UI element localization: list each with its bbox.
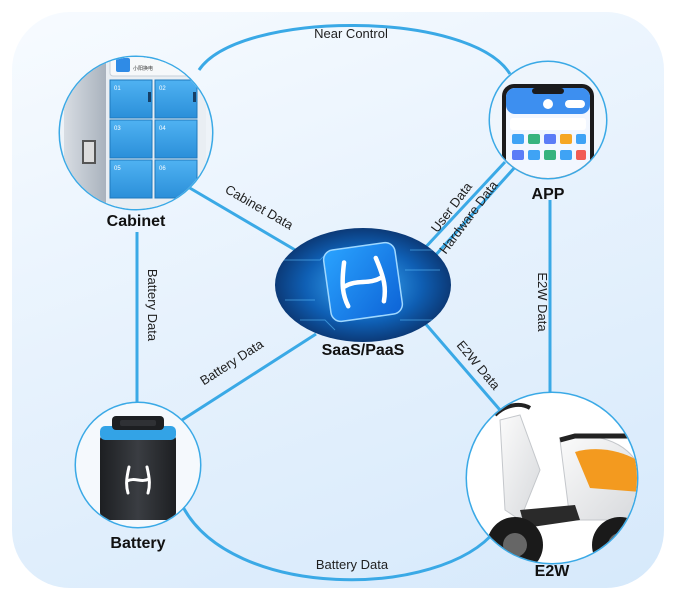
cabinet-label: Cabinet xyxy=(107,213,166,230)
cabinet-slot-label: 06 xyxy=(159,166,166,172)
e2w-label: E2W xyxy=(535,563,571,580)
battery-saas-connector xyxy=(181,332,317,422)
battery-image xyxy=(76,403,200,527)
cabinet-slot-label: 05 xyxy=(114,166,121,172)
saas-app-connector-hardware xyxy=(431,164,518,260)
cabinet-saas-connector xyxy=(182,182,303,256)
cabinet-slot-label: 04 xyxy=(159,126,166,132)
e2w-node[interactable] xyxy=(465,391,648,573)
scooter-image xyxy=(467,393,637,563)
saas-image xyxy=(280,241,451,331)
saas-e2w-connector xyxy=(422,321,502,411)
phone-image xyxy=(490,62,606,178)
h-logo-icon xyxy=(322,241,404,323)
cabinet-brand-text: 小阳换电 xyxy=(133,65,153,72)
saas-label: SaaS/PaaS xyxy=(322,342,405,359)
battery-data-bottom-label: Battery Data xyxy=(316,557,389,572)
cabinet-image: 小阳换电 01 02 03 04 05 06 xyxy=(60,57,212,209)
cabinet-slot-label: 02 xyxy=(159,86,166,92)
app-label: APP xyxy=(532,186,565,203)
near-control-label: Near Control xyxy=(314,26,388,41)
h-logo-icon xyxy=(125,465,151,495)
app-node[interactable] xyxy=(488,60,608,194)
battery-data-diagonal-label: Battery Data xyxy=(197,336,266,388)
connectors xyxy=(135,24,552,582)
e2w-data-vertical-label: E2W Data xyxy=(535,272,550,332)
near-control-connector xyxy=(197,24,512,75)
battery-e2w-connector xyxy=(180,504,498,582)
cabinet-data-label: Cabinet Data xyxy=(223,182,297,233)
battery-data-vertical-label: Battery Data xyxy=(145,269,160,342)
battery-node[interactable] xyxy=(74,401,202,529)
cabinet-node[interactable]: 小阳换电 01 02 03 04 05 06 xyxy=(58,48,220,232)
saas-node[interactable] xyxy=(275,228,451,342)
cabinet-slot-label: 03 xyxy=(114,126,121,132)
saas-app-connector-user xyxy=(421,160,507,252)
battery-label: Battery xyxy=(110,535,165,552)
cabinet-slot-label: 01 xyxy=(114,86,121,92)
